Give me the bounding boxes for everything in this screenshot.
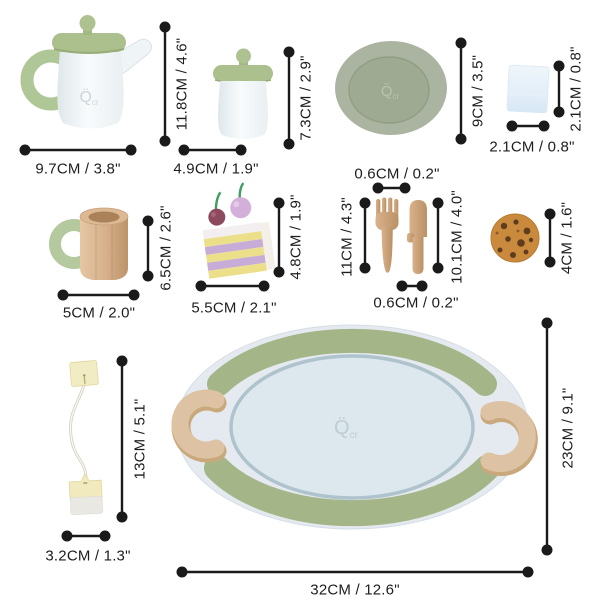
plate-center <box>348 56 430 124</box>
cherry-pink <box>230 197 252 219</box>
teapot-body <box>57 49 124 129</box>
plate-illustration: Q̈cr <box>335 41 447 135</box>
mug-width-dimension <box>57 289 140 301</box>
fork-height-label: 11CM / 4.3" <box>338 197 356 277</box>
fork-illustration <box>375 197 399 273</box>
knife-handle <box>412 237 424 274</box>
napkin-height-label: 2.1CM / 0.8" <box>567 46 585 132</box>
teapot-width-label: 9.7CM / 3.8" <box>35 160 121 178</box>
tray-inner <box>230 355 474 499</box>
sugar-jar-body <box>218 81 268 139</box>
teapot-illustration: Q̈cr <box>20 15 153 129</box>
tray-height-label: 23CM / 9.1" <box>559 387 577 469</box>
teabag-illustration <box>68 360 104 515</box>
cake-width-dimension <box>195 280 270 292</box>
fork-handle <box>381 227 393 273</box>
tray-width-dimension <box>176 566 534 578</box>
teabag-bag <box>68 473 104 515</box>
sugar-jar-knob <box>236 48 251 64</box>
fork-height-dimension <box>359 197 371 274</box>
napkin-height-dimension <box>553 60 565 118</box>
teabag-width-label: 3.2CM / 1.3" <box>45 547 131 565</box>
cookie-height-dimension <box>544 208 556 268</box>
mug-opening <box>88 211 120 223</box>
teabag-width-dimension <box>61 530 111 542</box>
plate-logo: Q̈cr <box>381 83 400 101</box>
knife-illustration <box>407 200 427 274</box>
tray-green-bottom <box>204 455 500 527</box>
tray-handle-right <box>480 401 536 472</box>
sugar-jar-width-label: 4.9CM / 1.9" <box>173 160 259 178</box>
tray-handle-left <box>171 389 225 459</box>
sugar-jar-height-dimension <box>283 46 295 150</box>
cake-width-label: 5.5CM / 2.1" <box>191 299 277 317</box>
cookie-height-label: 4CM / 1.6" <box>558 201 576 275</box>
cake-side <box>260 221 276 270</box>
teapot-lid <box>52 33 126 52</box>
tray-green-top <box>207 328 497 396</box>
teabag-height-label: 13CM / 5.1" <box>131 398 149 480</box>
teapot-width-dimension <box>19 144 137 156</box>
sugar-jar-lid <box>213 65 273 82</box>
fork-top-width-label: 0.6CM / 0.2" <box>354 165 440 183</box>
sugar-jar-illustration <box>213 48 273 139</box>
mug-width-label: 5CM / 2.0" <box>62 304 136 322</box>
mug-height-label: 6.5CM / 2.6" <box>157 205 175 291</box>
sugar-jar-height-label: 7.3CM / 2.9" <box>297 55 315 141</box>
knife-height-label: 10.1CM / 4.0" <box>448 190 466 284</box>
cookie-illustration <box>490 213 540 263</box>
knife-height-dimension <box>432 197 444 274</box>
fork-top-width-dimension <box>372 182 411 194</box>
sugar-jar-width-dimension <box>178 144 247 156</box>
cake-slice-illustration <box>202 182 276 279</box>
knife-bottom-width-label: 0.6CM / 0.2" <box>373 294 459 312</box>
dimension-lines <box>19 21 565 578</box>
teabag-height-dimension <box>116 355 128 523</box>
cherry-stem <box>214 191 222 211</box>
napkin-width-label: 2.1CM / 0.8" <box>489 138 575 156</box>
teapot-knob <box>79 15 96 31</box>
teapot-height-label: 11.8CM / 4.6" <box>173 37 191 131</box>
mug-illustration <box>49 207 129 280</box>
knife-blade <box>409 200 427 237</box>
tray-inner-ring <box>229 354 475 500</box>
tray-illustration: Q̈cr <box>171 324 538 530</box>
teapot-logo: Q̈cr <box>79 87 98 107</box>
teabag-tag <box>69 360 99 387</box>
mug-body <box>80 217 128 280</box>
cake-height-dimension <box>273 197 285 278</box>
teapot-height-dimension <box>159 21 171 147</box>
tray-height-dimension <box>541 317 553 556</box>
mug-height-dimension <box>142 215 154 282</box>
napkin-width-dimension <box>506 120 550 132</box>
tray-width-label: 32CM / 12.6" <box>310 581 400 599</box>
tray-logo: Q̈cr <box>334 417 359 441</box>
cake-height-label: 4.8CM / 1.9" <box>287 194 305 280</box>
napkin-illustration <box>506 64 550 114</box>
plate-height-dimension <box>455 37 467 145</box>
plate-height-label: 9CM / 3.5" <box>469 54 487 128</box>
cherry-dark <box>208 208 226 226</box>
knife-bottom-width-dimension <box>396 280 428 292</box>
